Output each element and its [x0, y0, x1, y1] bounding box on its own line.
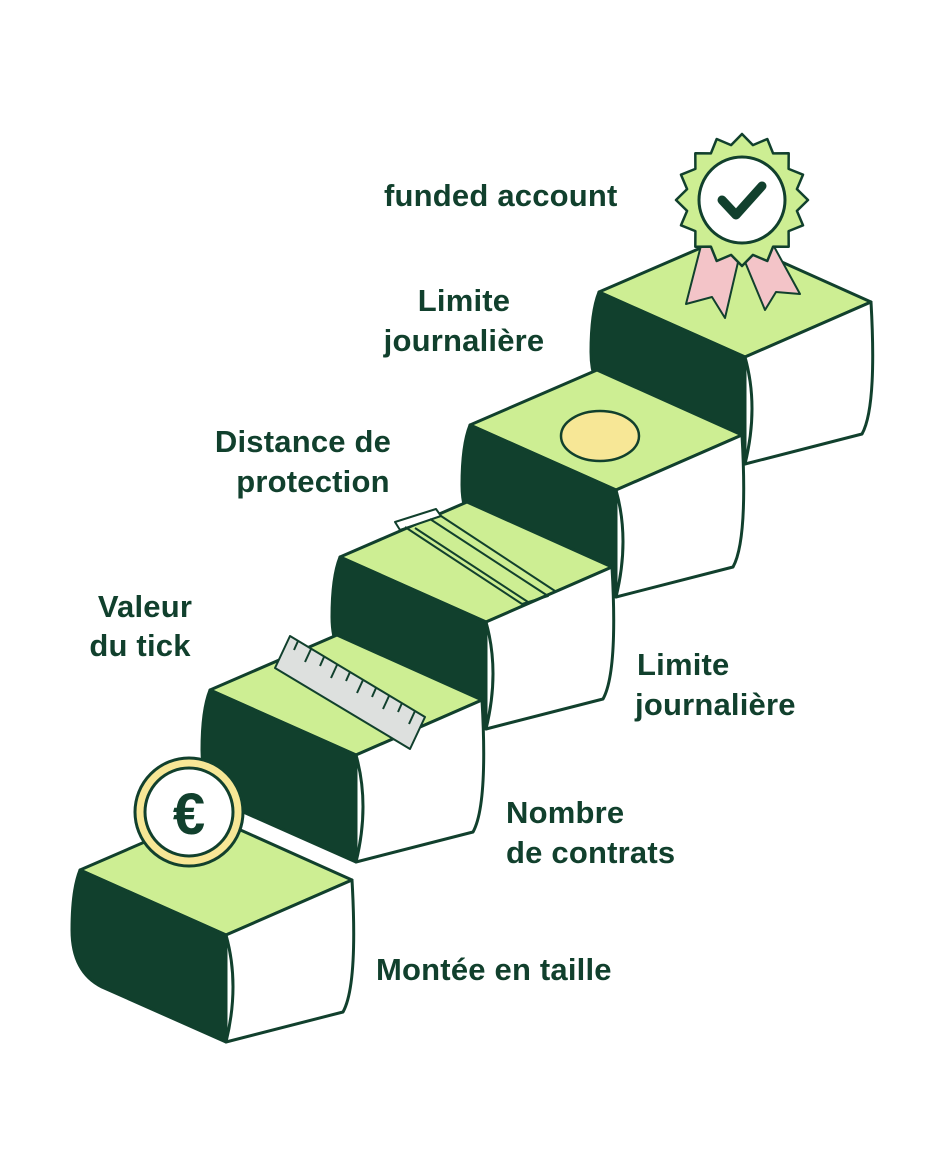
label-nombre-contrats-line1: Nombre — [506, 795, 624, 830]
label-valeur-tick-line1: Valeur — [98, 589, 192, 624]
label-distance-protection-line1: Distance de — [215, 424, 391, 459]
label-montee-taille: Montée en taille — [376, 952, 612, 987]
label-limite-journaliere-top-line1: Limite — [418, 283, 511, 318]
label-nombre-contrats-line2: de contrats — [506, 835, 675, 870]
check-badge-icon — [674, 132, 810, 319]
euro-symbol: € — [173, 782, 205, 847]
label-limite-journaliere-right-line1: Limite — [637, 647, 730, 682]
label-distance-protection-line2: protection — [236, 464, 390, 499]
euro-coin-icon: € — [133, 756, 245, 868]
ruler-icon — [274, 635, 426, 750]
label-funded-account: funded account — [384, 178, 618, 213]
label-valeur-tick-line2: du tick — [89, 628, 191, 663]
distance-bracket-icon — [394, 508, 556, 605]
label-limite-journaliere-right-line2: journalière — [634, 687, 796, 722]
label-limite-journaliere-top-line2: journalière — [383, 323, 545, 358]
gold-coin-icon — [559, 409, 641, 463]
